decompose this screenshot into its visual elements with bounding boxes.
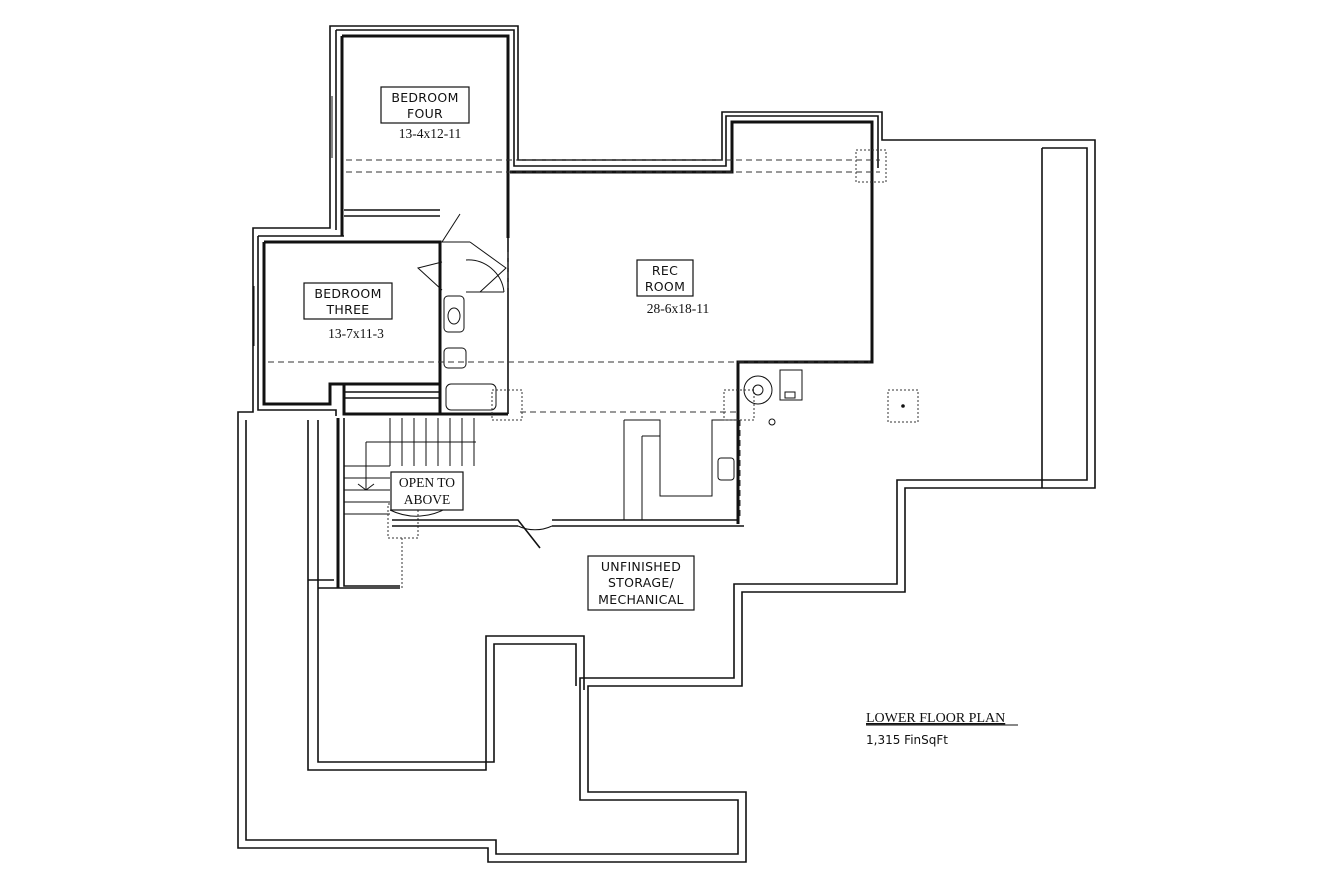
bedroom-three-line2: THREE xyxy=(325,302,369,317)
rec-room-dims: 28-6x18-11 xyxy=(647,301,710,316)
label-rec-room: REC ROOM 28-6x18-11 xyxy=(636,259,710,316)
plan-title: LOWER FLOOR PLAN xyxy=(866,711,1005,726)
mechanical-equipment xyxy=(743,369,919,426)
storage-line2: STORAGE/ xyxy=(608,575,675,590)
label-bedroom-three: BEDROOM THREE 13-7x11-3 xyxy=(303,282,393,341)
bedroom-three-line1: BEDROOM xyxy=(314,286,381,301)
label-bedroom-four: BEDROOM FOUR 13-4x12-11 xyxy=(380,86,470,141)
storage-line1: UNFINISHED xyxy=(601,559,681,574)
label-storage: UNFINISHED STORAGE/ MECHANICAL xyxy=(587,555,695,611)
label-open-to-above: OPEN TO ABOVE xyxy=(390,471,464,511)
foundation-walls xyxy=(237,25,1096,863)
bedroom-four-line1: BEDROOM xyxy=(391,90,458,105)
open-to-above-line1: OPEN TO xyxy=(399,475,455,490)
bedroom-four-dims: 13-4x12-11 xyxy=(399,126,462,141)
bedroom-three-walls xyxy=(253,235,508,416)
plan-area: 1,315 FinSqFt xyxy=(866,733,948,747)
rec-room-line2: ROOM xyxy=(645,279,685,294)
storage-walls xyxy=(392,389,755,549)
storage-line3: MECHANICAL xyxy=(598,592,684,607)
hall-doors xyxy=(416,213,507,293)
stairs xyxy=(336,418,476,588)
beam-lines xyxy=(268,149,887,413)
plan-title-block: LOWER FLOOR PLAN 1,315 FinSqFt xyxy=(866,711,1018,747)
rec-room-line1: REC xyxy=(652,263,678,278)
bedroom-four-line2: FOUR xyxy=(407,106,443,121)
bathroom xyxy=(438,238,523,421)
open-to-above-line2: ABOVE xyxy=(404,492,451,507)
bedroom-three-dims: 13-7x11-3 xyxy=(328,326,384,341)
